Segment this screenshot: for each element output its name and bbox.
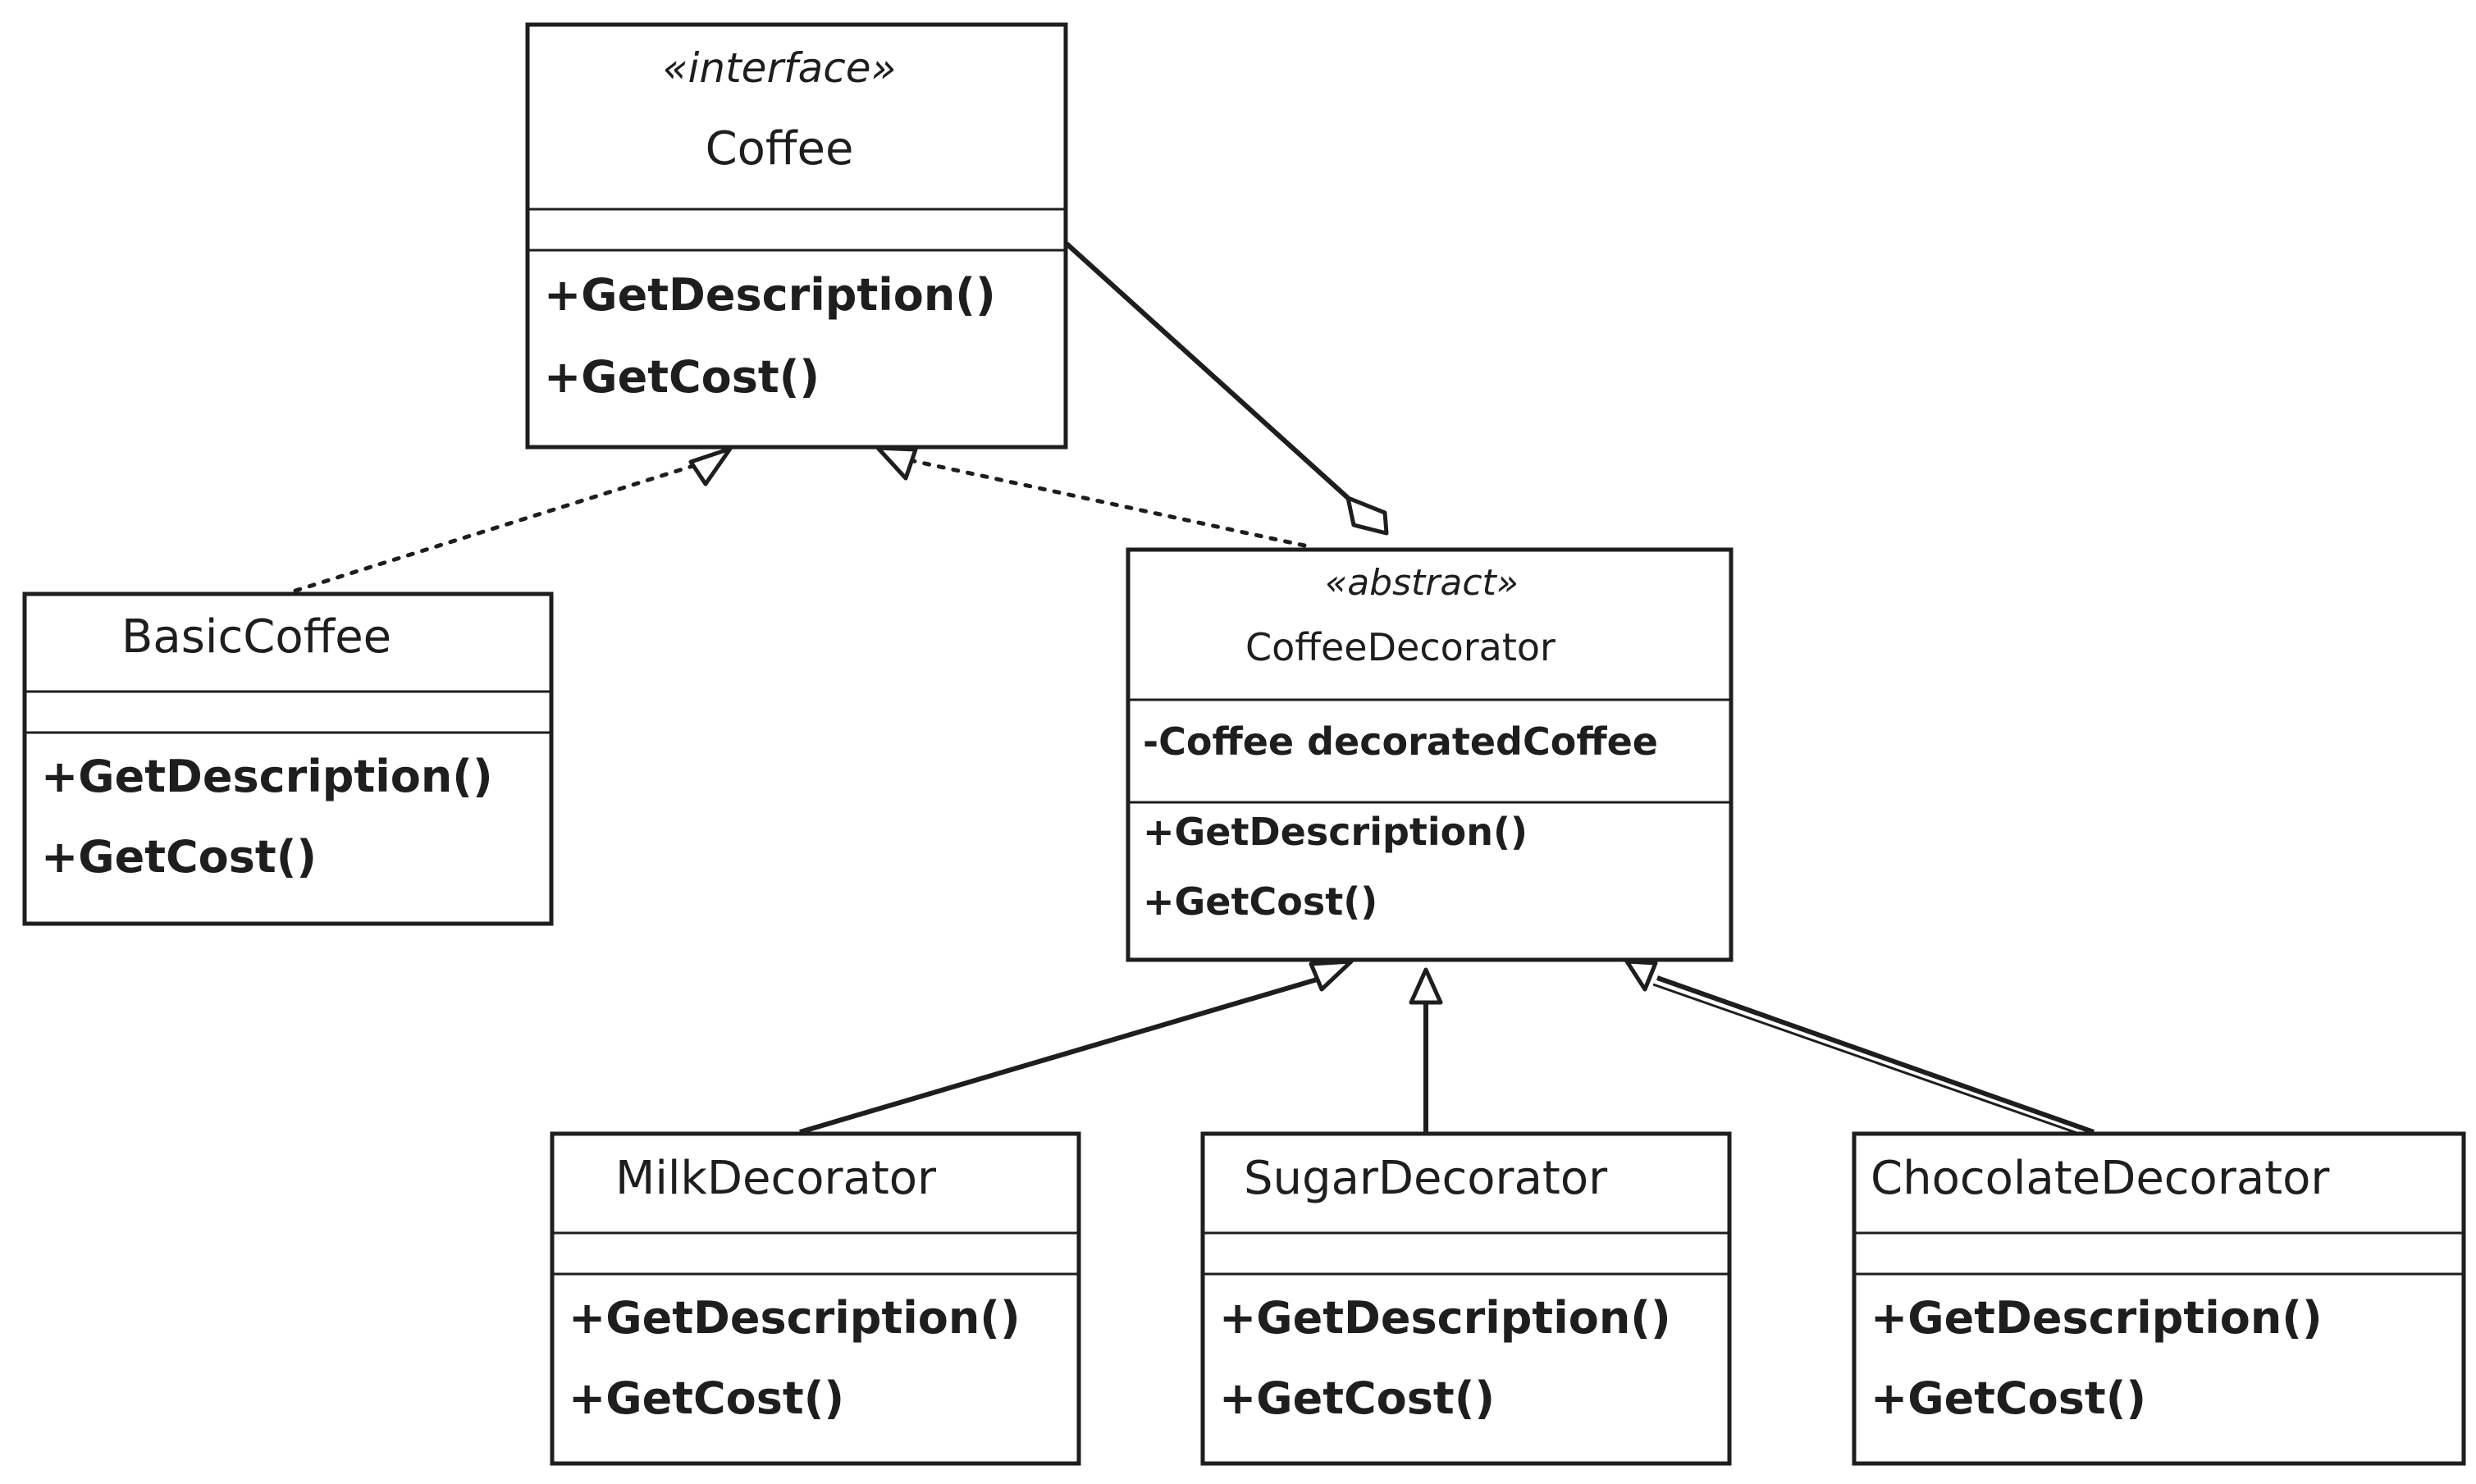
- class-sugardecorator[interactable]: SugarDecorator +GetDescription() +GetCos…: [1200, 1131, 1732, 1466]
- class-method: +GetDescription(): [1219, 1292, 1671, 1344]
- class-method: +GetCost(): [544, 351, 820, 403]
- class-method: +GetCost(): [41, 831, 317, 883]
- class-stereotype: «abstract»: [1325, 562, 1519, 604]
- edge-coffeedecorator-aggregates-coffee: [1064, 241, 1389, 536]
- class-method: +GetCost(): [1871, 1372, 2146, 1424]
- edge-sugardecorator-extends-coffeedecorator: [1409, 967, 1443, 1132]
- class-method: +GetDescription(): [41, 751, 493, 802]
- class-milkdecorator[interactable]: MilkDecorator +GetDescription() +GetCost…: [550, 1131, 1081, 1466]
- hollow-triangle-arrowhead-icon: [1309, 959, 1354, 992]
- class-chocolatedecorator[interactable]: ChocolateDecorator +GetDescription() +Ge…: [1852, 1131, 2466, 1466]
- class-coffee[interactable]: «interface» Coffee +GetDescription() +Ge…: [525, 22, 1068, 450]
- class-basiccoffee[interactable]: BasicCoffee +GetDescription() +GetCost(): [22, 591, 554, 926]
- class-name: Coffee: [706, 122, 854, 176]
- edge-coffeedecorator-realizes-coffee: [875, 445, 1307, 548]
- hollow-triangle-arrowhead-icon: [688, 446, 733, 486]
- edge-milkdecorator-extends-coffeedecorator: [799, 959, 1354, 1135]
- class-name: BasicCoffee: [121, 610, 391, 664]
- hollow-diamond-icon: [1345, 495, 1389, 536]
- class-name: ChocolateDecorator: [1871, 1152, 2330, 1205]
- class-stereotype: «interface»: [663, 44, 897, 92]
- class-method: +GetCost(): [569, 1372, 844, 1424]
- class-method: +GetDescription(): [1871, 1292, 2323, 1344]
- class-method: +GetDescription(): [569, 1292, 1021, 1344]
- hollow-triangle-arrowhead-icon: [1409, 967, 1443, 1005]
- class-attribute: -Coffee decoratedCoffee: [1143, 719, 1658, 764]
- class-name: MilkDecorator: [615, 1152, 937, 1205]
- class-coffeedecorator[interactable]: «abstract» CoffeeDecorator -Coffee decor…: [1126, 547, 1734, 962]
- edge-chocolatedecorator-extends-coffeedecorator: [1624, 959, 2095, 1137]
- class-method: +GetDescription(): [544, 269, 996, 321]
- hollow-triangle-arrowhead-icon: [1624, 959, 1658, 992]
- class-name: SugarDecorator: [1244, 1152, 1608, 1205]
- class-method: +GetCost(): [1219, 1372, 1495, 1424]
- class-method: +GetCost(): [1143, 879, 1377, 924]
- edge-basiccoffee-realizes-coffee: [293, 446, 733, 593]
- hollow-triangle-arrowhead-icon: [875, 445, 918, 481]
- class-name: CoffeeDecorator: [1245, 625, 1555, 669]
- class-method: +GetDescription(): [1143, 810, 1528, 854]
